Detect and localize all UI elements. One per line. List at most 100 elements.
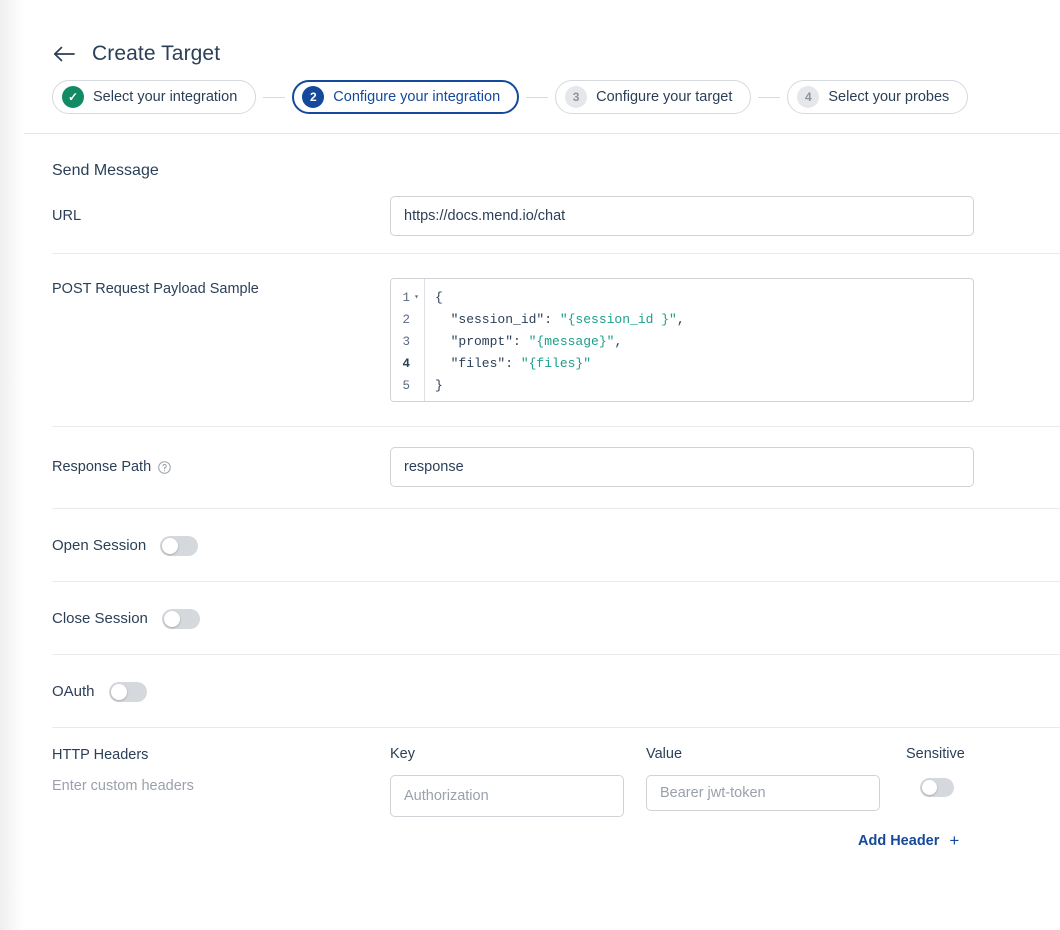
step-badge-check-icon: ✓ bbox=[62, 86, 84, 108]
header-value-input[interactable] bbox=[646, 775, 880, 811]
step-select-your-probes[interactable]: 4 Select your probes bbox=[787, 80, 969, 114]
row-divider bbox=[52, 426, 1060, 427]
step-label: Configure your target bbox=[596, 89, 733, 105]
code-line: { bbox=[435, 287, 973, 309]
page-title: Create Target bbox=[92, 42, 221, 65]
page-header: Create Target ✓ Select your integration … bbox=[24, 0, 1060, 134]
code-token: , bbox=[614, 334, 623, 349]
code-gutter: 1 ▾ 2 3 4 bbox=[391, 279, 425, 401]
url-input[interactable] bbox=[390, 196, 974, 236]
open-session-toggle[interactable] bbox=[160, 535, 199, 556]
step-connector bbox=[758, 96, 781, 98]
page-content: Create Target ✓ Select your integration … bbox=[24, 0, 1060, 930]
code-content[interactable]: { "session_id": "{session_id }", "prompt… bbox=[425, 279, 973, 401]
http-headers-subtitle: Enter custom headers bbox=[52, 778, 194, 794]
header-key-input[interactable] bbox=[390, 775, 624, 817]
toggle-knob bbox=[163, 610, 180, 627]
form-body: Send Message URL POST Request Payload Sa… bbox=[24, 134, 1060, 849]
line-number: 4 bbox=[402, 357, 410, 371]
code-line: } bbox=[435, 375, 973, 397]
step-label: Configure your integration bbox=[333, 89, 501, 105]
chevron-down-icon[interactable]: ▾ bbox=[414, 293, 419, 302]
code-token: "{files}" bbox=[520, 356, 592, 371]
payload-label: POST Request Payload Sample bbox=[52, 281, 259, 297]
step-configure-your-target[interactable]: 3 Configure your target bbox=[555, 80, 752, 114]
step-badge-number: 3 bbox=[565, 86, 588, 108]
gutter-line: 1 ▾ bbox=[391, 287, 424, 309]
column-header-sensitive: Sensitive bbox=[906, 746, 965, 762]
toggle-knob bbox=[110, 683, 127, 700]
code-token: "files": bbox=[435, 356, 521, 371]
code-token: , bbox=[676, 312, 685, 327]
gutter-line: 5 bbox=[391, 375, 424, 397]
open-session-label: Open Session bbox=[52, 537, 147, 554]
stepper: ✓ Select your integration 2 Configure yo… bbox=[24, 66, 1060, 114]
line-number: 1 bbox=[402, 291, 410, 305]
payload-field: 1 ▾ 2 3 4 bbox=[390, 278, 1060, 402]
line-number: 3 bbox=[402, 335, 410, 349]
response-path-field bbox=[390, 447, 1060, 487]
close-session-group: Close Session bbox=[52, 608, 200, 629]
toggle-knob bbox=[922, 780, 937, 795]
column-header-value: Value bbox=[646, 746, 683, 762]
step-configure-your-integration[interactable]: 2 Configure your integration bbox=[292, 80, 520, 114]
row-response-path: Response Path bbox=[24, 427, 1060, 509]
row-divider bbox=[52, 727, 1060, 728]
header-divider bbox=[24, 133, 1060, 134]
row-divider bbox=[52, 253, 1060, 254]
add-header-label: Add Header bbox=[858, 832, 940, 849]
close-session-label: Close Session bbox=[52, 610, 148, 627]
step-badge-number: 4 bbox=[797, 86, 820, 108]
open-session-group: Open Session bbox=[52, 535, 199, 556]
arrow-left-icon[interactable] bbox=[52, 42, 76, 66]
add-header-button[interactable]: Add Header + bbox=[858, 832, 959, 849]
column-header-key: Key bbox=[390, 746, 415, 762]
row-divider bbox=[52, 654, 1060, 655]
response-path-input[interactable] bbox=[390, 447, 974, 487]
row-oauth: OAuth bbox=[24, 655, 1060, 728]
gutter-line: 4 bbox=[391, 353, 424, 375]
close-session-toggle[interactable] bbox=[161, 608, 200, 629]
section-title-send-message: Send Message bbox=[52, 162, 159, 179]
step-connector bbox=[263, 96, 286, 98]
response-path-label-text: Response Path bbox=[52, 459, 152, 475]
line-number: 5 bbox=[402, 379, 410, 393]
title-row: Create Target bbox=[24, 0, 1060, 66]
row-close-session: Close Session bbox=[24, 582, 1060, 655]
code-token: } bbox=[435, 378, 443, 393]
left-edge-shadow bbox=[0, 0, 24, 930]
row-post-request-payload-sample: POST Request Payload Sample 1 ▾ 2 bbox=[24, 254, 1060, 427]
code-line: "prompt": "{message}", bbox=[435, 331, 973, 353]
code-token: "{message}" bbox=[528, 334, 615, 349]
code-token: "{session_id }" bbox=[559, 312, 677, 327]
response-path-label: Response Path bbox=[52, 447, 390, 487]
code-line: "files": "{files}" bbox=[435, 353, 973, 375]
url-field bbox=[390, 196, 1060, 236]
row-divider bbox=[52, 581, 1060, 582]
step-badge-number: 2 bbox=[302, 86, 325, 108]
line-number: 2 bbox=[402, 313, 410, 327]
http-headers-label-col: HTTP Headers Enter custom headers bbox=[52, 746, 390, 794]
help-circle-icon[interactable] bbox=[158, 460, 171, 474]
plus-icon: + bbox=[949, 831, 960, 850]
code-token: "session_id": bbox=[435, 312, 560, 327]
http-headers-title: HTTP Headers bbox=[52, 747, 149, 763]
header-sensitive-toggle[interactable] bbox=[920, 778, 954, 797]
step-connector bbox=[526, 96, 549, 98]
oauth-group: OAuth bbox=[52, 681, 147, 702]
step-label: Select your probes bbox=[828, 89, 950, 105]
oauth-label: OAuth bbox=[52, 683, 95, 700]
url-label: URL bbox=[52, 208, 82, 224]
code-token: { bbox=[435, 290, 443, 305]
toggle-knob bbox=[162, 537, 179, 554]
step-select-your-integration[interactable]: ✓ Select your integration bbox=[52, 80, 257, 114]
code-token: "prompt": bbox=[435, 334, 529, 349]
row-url: URL bbox=[24, 180, 1060, 254]
gutter-line: 2 bbox=[391, 309, 424, 331]
row-http-headers: HTTP Headers Enter custom headers Key Va… bbox=[24, 728, 1060, 849]
json-code-editor[interactable]: 1 ▾ 2 3 4 bbox=[390, 278, 974, 402]
row-divider bbox=[52, 508, 1060, 509]
oauth-toggle[interactable] bbox=[108, 681, 147, 702]
step-label: Select your integration bbox=[93, 89, 238, 105]
